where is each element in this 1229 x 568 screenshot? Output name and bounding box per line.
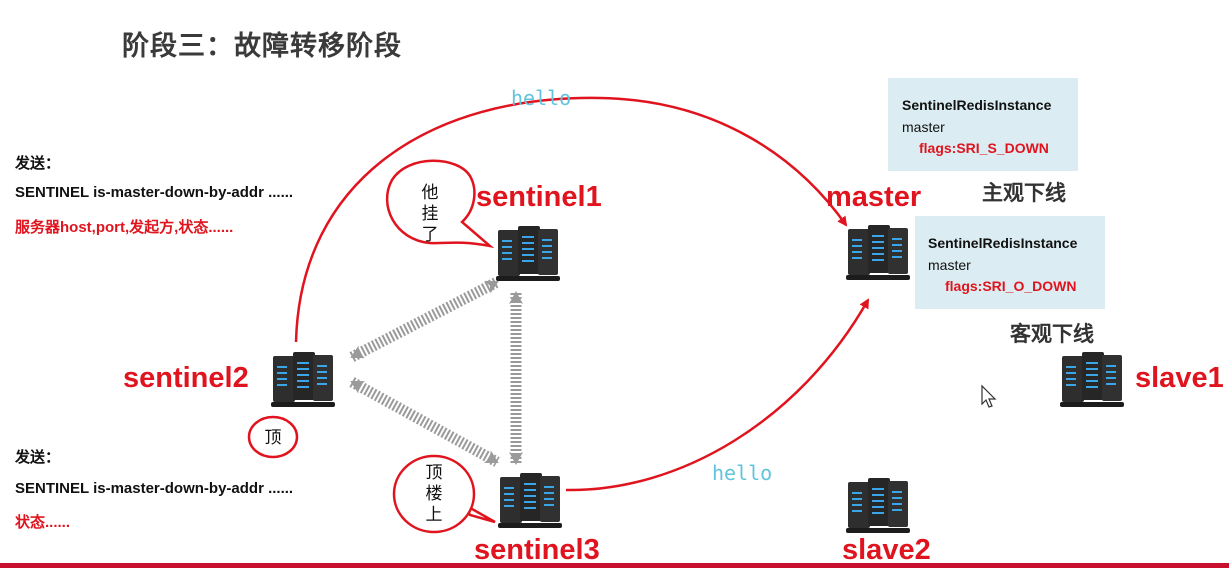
info-sdown-line2: master bbox=[902, 119, 945, 135]
server-icon-sentinel2 bbox=[271, 352, 335, 407]
send-top-command: SENTINEL is-master-down-by-addr ...... bbox=[15, 184, 294, 201]
node-label-sentinel2: sentinel2 bbox=[123, 362, 249, 394]
info-odown-flags: flags:SRI_O_DOWN bbox=[945, 278, 1077, 294]
info-odown-line1: SentinelRedisInstance bbox=[928, 235, 1078, 251]
info-odown-line2: master bbox=[928, 257, 971, 273]
speech-bubble-sentinel2 bbox=[247, 415, 299, 459]
server-icon-master bbox=[846, 225, 910, 280]
info-sdown-flags: flags:SRI_S_DOWN bbox=[919, 140, 1049, 156]
bubble-char: 他 bbox=[421, 183, 439, 202]
link-sentinel2-sentinel1 bbox=[349, 277, 500, 362]
bubble-char: 了 bbox=[421, 225, 439, 244]
bubble-char: 上 bbox=[425, 505, 443, 524]
mouse-cursor-icon bbox=[981, 384, 997, 408]
node-label-sentinel3: sentinel3 bbox=[474, 534, 600, 566]
node-label-master: master bbox=[826, 181, 922, 213]
hello-arc-bottom bbox=[565, 298, 870, 492]
status-objective-down: 客观下线 bbox=[1010, 323, 1094, 346]
bubble-char: 楼 bbox=[425, 484, 443, 503]
speech-bubble-sentinel1 bbox=[385, 159, 495, 249]
bottom-accent-bar bbox=[0, 563, 1229, 568]
server-icon-sentinel1 bbox=[496, 226, 560, 281]
info-sdown-line1: SentinelRedisInstance bbox=[902, 97, 1052, 113]
hello-label-top: hello bbox=[511, 86, 572, 110]
server-icon-slave1 bbox=[1060, 352, 1124, 407]
send-bottom-command: SENTINEL is-master-down-by-addr ...... bbox=[15, 480, 294, 497]
hello-label-bottom: hello bbox=[712, 461, 773, 485]
bubble-char: 顶 bbox=[264, 428, 282, 447]
bubble-text-sentinel1: 他 挂 了 bbox=[420, 182, 440, 245]
send-top-label: 发送： bbox=[15, 155, 61, 172]
server-icon-sentinel3 bbox=[498, 473, 562, 528]
link-sentinel2-sentinel3 bbox=[349, 377, 500, 467]
send-top-params: 服务器host,port,发起方,状态...... bbox=[15, 219, 234, 236]
info-box-odown: SentinelRedisInstance master flags:SRI_O… bbox=[915, 216, 1105, 309]
node-label-sentinel1: sentinel1 bbox=[476, 181, 602, 213]
status-subjective-down: 主观下线 bbox=[982, 182, 1066, 205]
server-icon-slave2 bbox=[846, 478, 910, 533]
speech-bubble-sentinel3 bbox=[392, 454, 476, 534]
bubble-char: 挂 bbox=[421, 204, 439, 223]
bubble-text-sentinel3: 顶 楼 上 bbox=[424, 462, 444, 525]
node-label-slave2: slave2 bbox=[842, 534, 931, 566]
send-bottom-params: 状态...... bbox=[15, 514, 71, 531]
bubble-text-sentinel2: 顶 bbox=[263, 427, 283, 448]
send-bottom-label: 发送： bbox=[15, 449, 61, 466]
hello-arc-top bbox=[294, 96, 848, 343]
bubble-char: 顶 bbox=[425, 463, 443, 482]
node-label-slave1: slave1 bbox=[1135, 362, 1224, 394]
page-title: 阶段三：故障转移阶段 bbox=[122, 31, 402, 61]
info-box-sdown: SentinelRedisInstance master flags:SRI_S… bbox=[888, 78, 1078, 171]
